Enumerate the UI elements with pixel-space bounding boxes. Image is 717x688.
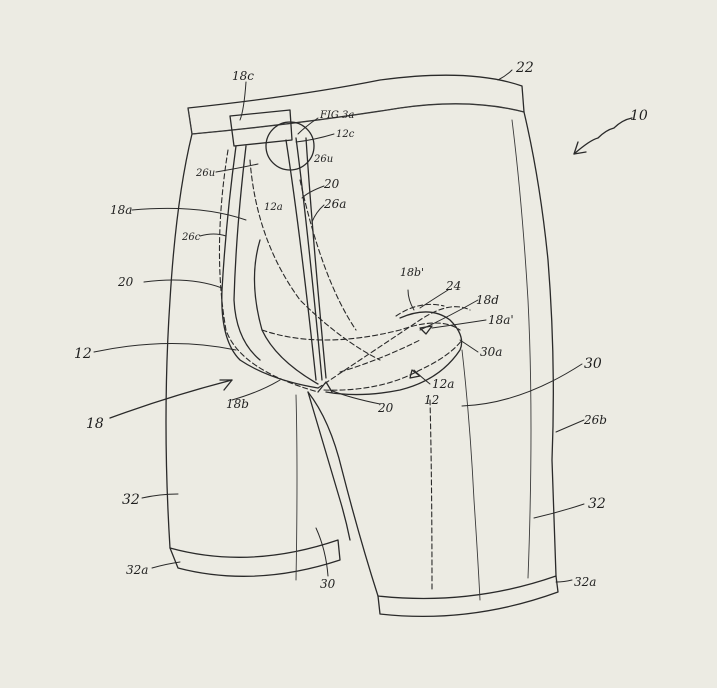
- label-26c: 26c: [181, 232, 201, 243]
- label-22: 22: [515, 60, 534, 76]
- waistband-tag: [229, 109, 293, 147]
- label-32a-right: 32a: [574, 575, 596, 589]
- label-26b: 26b: [583, 413, 607, 427]
- label-18c: 18c: [232, 69, 254, 83]
- pouch-structure: [218, 121, 471, 396]
- reference-arrow-10: [573, 117, 633, 155]
- label-26u-left: 26u: [195, 168, 215, 179]
- label-12-mid: 12: [424, 393, 439, 407]
- label-26a: 26a: [323, 197, 346, 211]
- label-18a-prime: 18a': [488, 313, 514, 327]
- detail-circle: [265, 121, 315, 171]
- label-24: 24: [445, 279, 461, 293]
- label-26u-right: 26u: [313, 154, 333, 165]
- label-18a: 18a: [110, 203, 132, 217]
- left-leg-outer: [165, 133, 193, 549]
- label-32-left: 32: [122, 492, 140, 508]
- right-leg-outer: [523, 111, 557, 577]
- label-12-left: 12: [74, 346, 92, 362]
- label-20-top: 20: [323, 177, 340, 191]
- label-20-left: 20: [117, 275, 134, 289]
- label-32-right: 32: [588, 496, 606, 512]
- label-18: 18: [86, 416, 104, 432]
- garment-outline: [165, 74, 559, 618]
- right-leg-hem: [377, 575, 559, 618]
- label-30a: 30a: [480, 345, 502, 359]
- label-20-bottom: 20: [377, 401, 394, 415]
- label-10: 10: [630, 108, 648, 124]
- label-30-bottom: 30: [320, 577, 336, 591]
- reference-labels: 18c FIG 3a 12c 22 10 26u 26u 20 26a 12a …: [74, 60, 648, 591]
- label-18b: 18b: [226, 397, 249, 411]
- reference-arrow-18: [109, 379, 233, 419]
- label-30-right: 30: [584, 356, 602, 372]
- label-12a-mid: 12a: [432, 377, 454, 391]
- left-leg-hem: [169, 539, 341, 577]
- label-32a-left: 32a: [126, 563, 148, 577]
- label-12a-top: 12a: [264, 202, 283, 213]
- label-fig3a: FIG 3a: [319, 110, 354, 121]
- label-12c: 12c: [336, 129, 355, 140]
- label-18b-prime: 18b': [400, 266, 424, 279]
- leader-lines: [93, 69, 585, 583]
- label-18d: 18d: [476, 293, 499, 307]
